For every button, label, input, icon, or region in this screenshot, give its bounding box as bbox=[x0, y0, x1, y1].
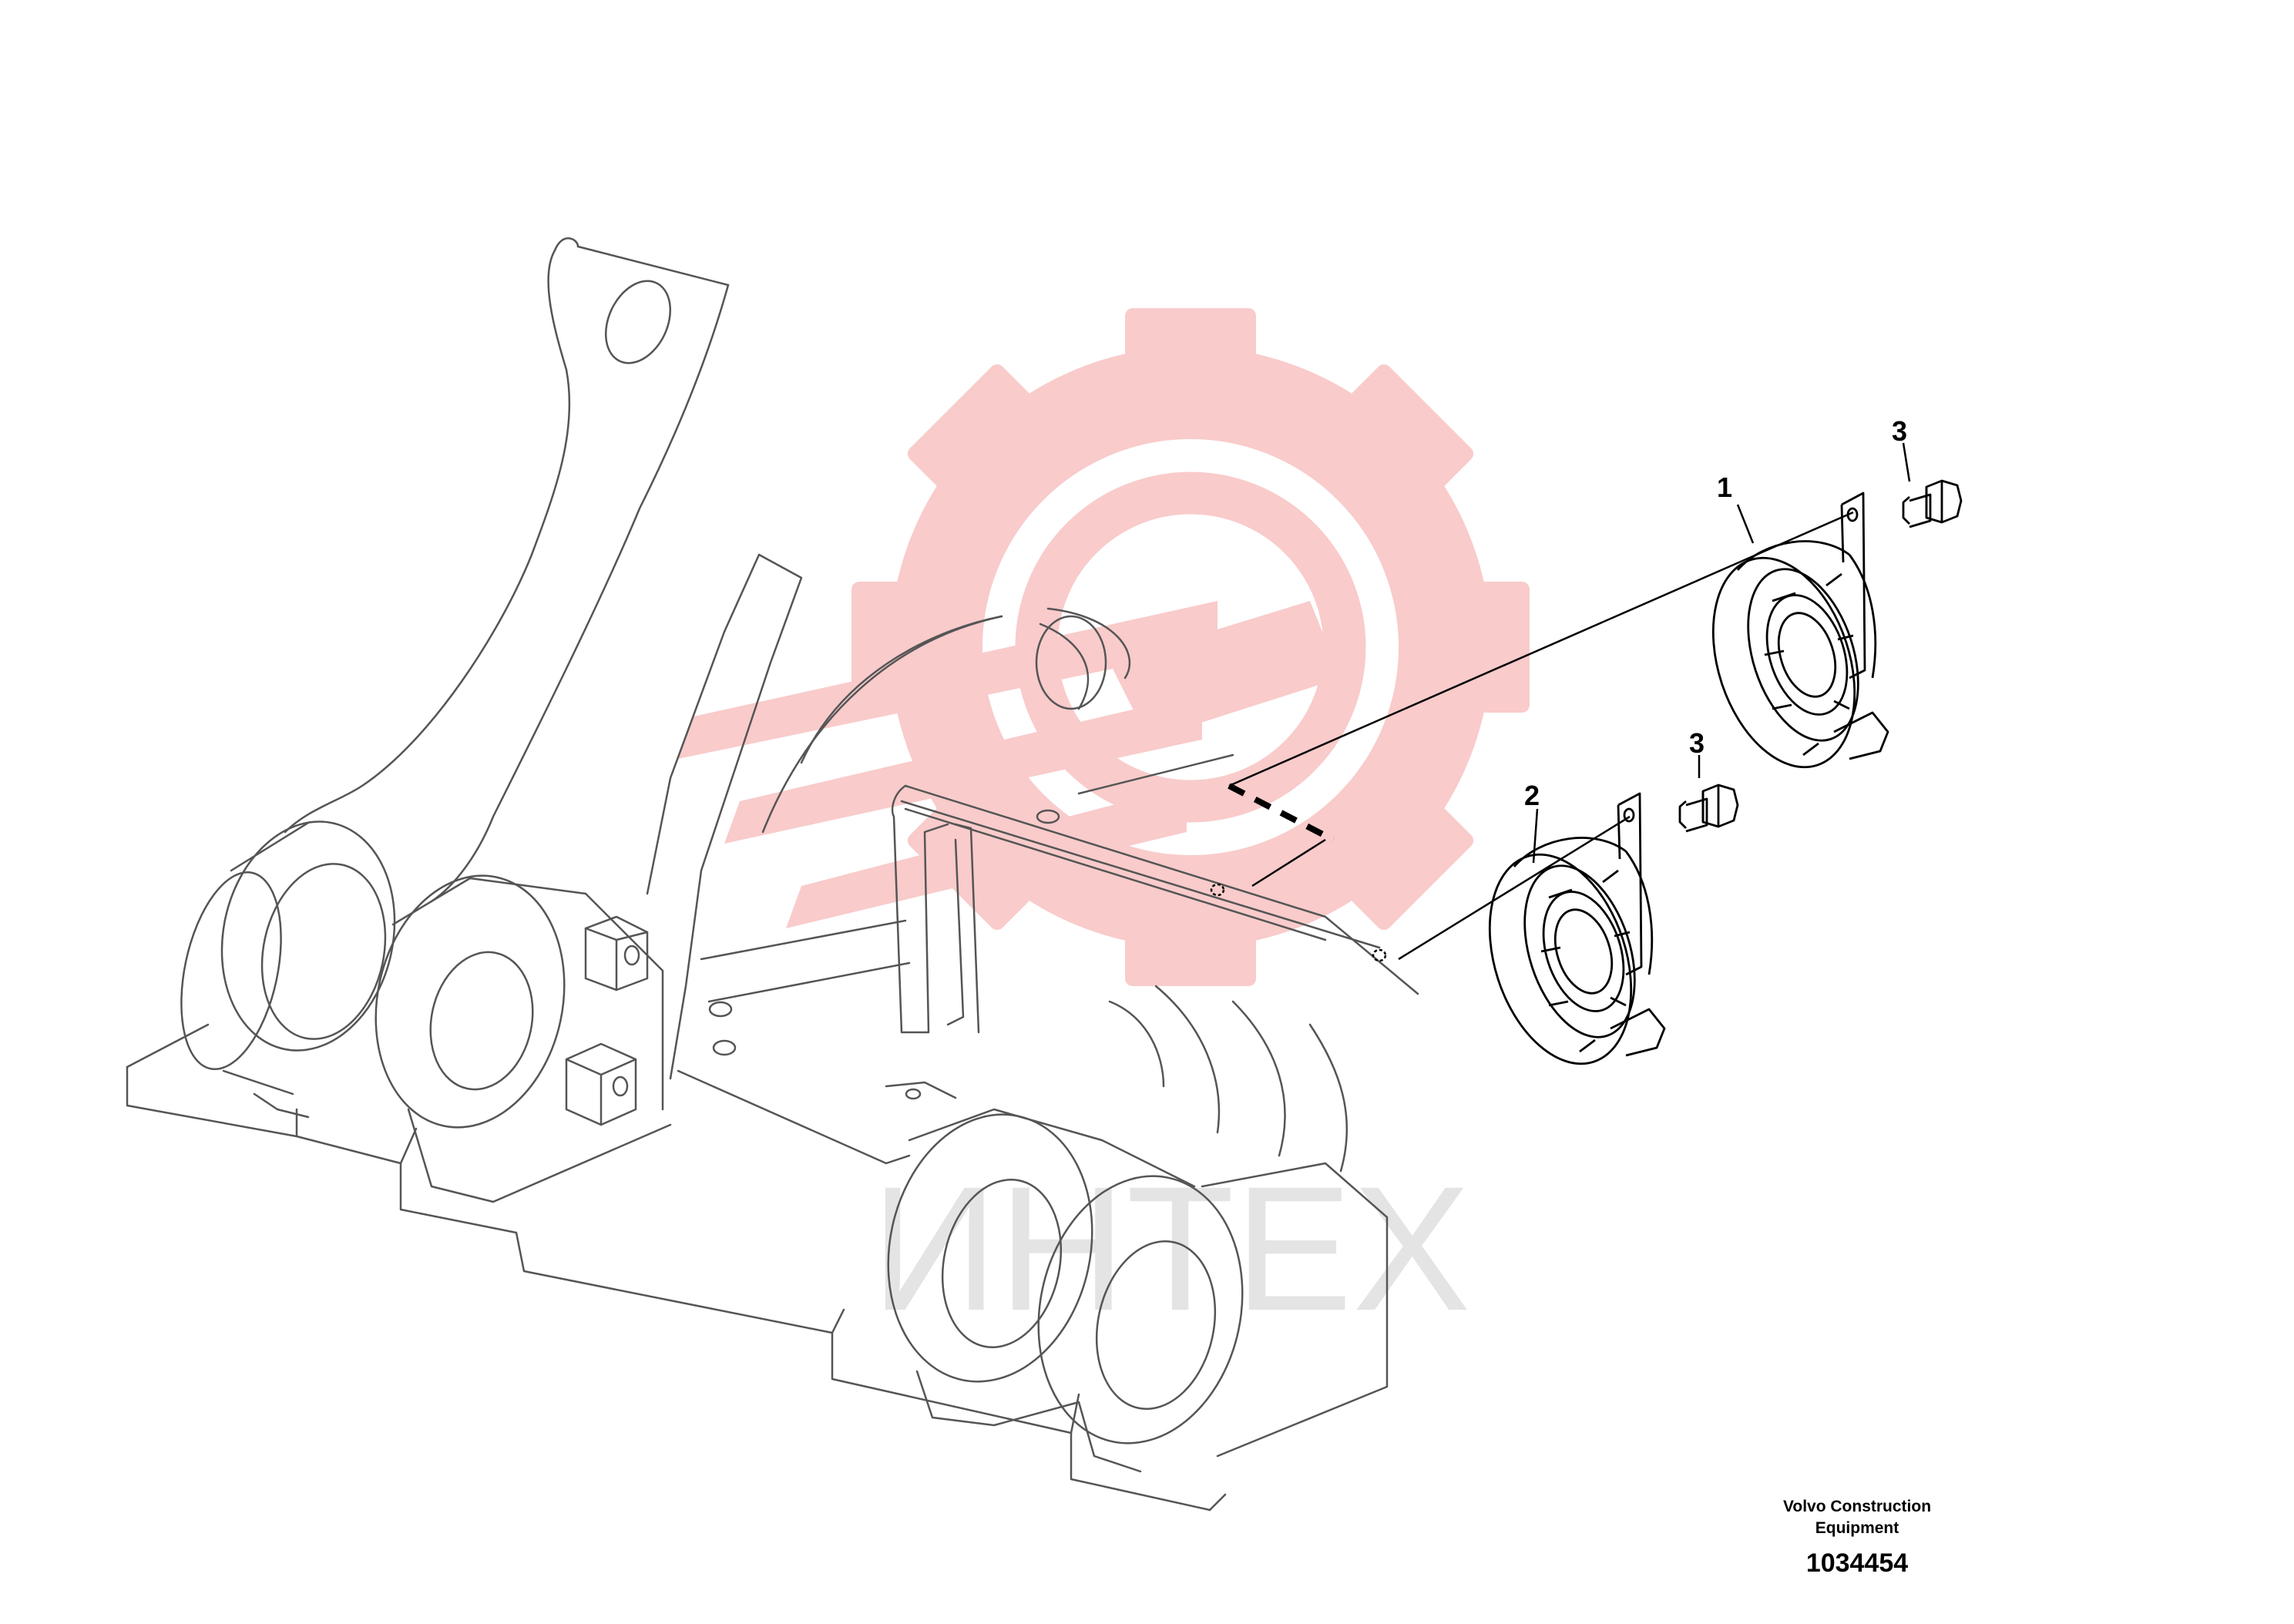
horn-part-2 bbox=[1488, 792, 1666, 1065]
drawing-footer: Volvo Construction Equipment 1034454 bbox=[1783, 1498, 1931, 1578]
horn-part-1 bbox=[1711, 492, 1889, 769]
assembly-guide-lines bbox=[1210, 511, 1854, 962]
callout-2: 2 bbox=[1524, 780, 1540, 811]
drawing-number: 1034454 bbox=[1806, 1549, 1908, 1578]
callout-1: 1 bbox=[1717, 471, 1732, 503]
callout-leaders bbox=[1532, 442, 1911, 864]
callout-3-lower: 3 bbox=[1689, 727, 1705, 759]
watermark-gear-logo: ИНТЕХ bbox=[678, 308, 1530, 1347]
bolt-part-3-upper bbox=[1902, 479, 1963, 528]
bolt-part-3-lower bbox=[1678, 783, 1739, 833]
watermark-text: ИНТЕХ bbox=[871, 1149, 1471, 1347]
callout-3-upper: 3 bbox=[1892, 415, 1907, 447]
manufacturer-line-2: Equipment bbox=[1815, 1519, 1899, 1537]
manufacturer-line-1: Volvo Construction bbox=[1783, 1498, 1931, 1515]
machine-chassis-drawing bbox=[126, 237, 1419, 1512]
